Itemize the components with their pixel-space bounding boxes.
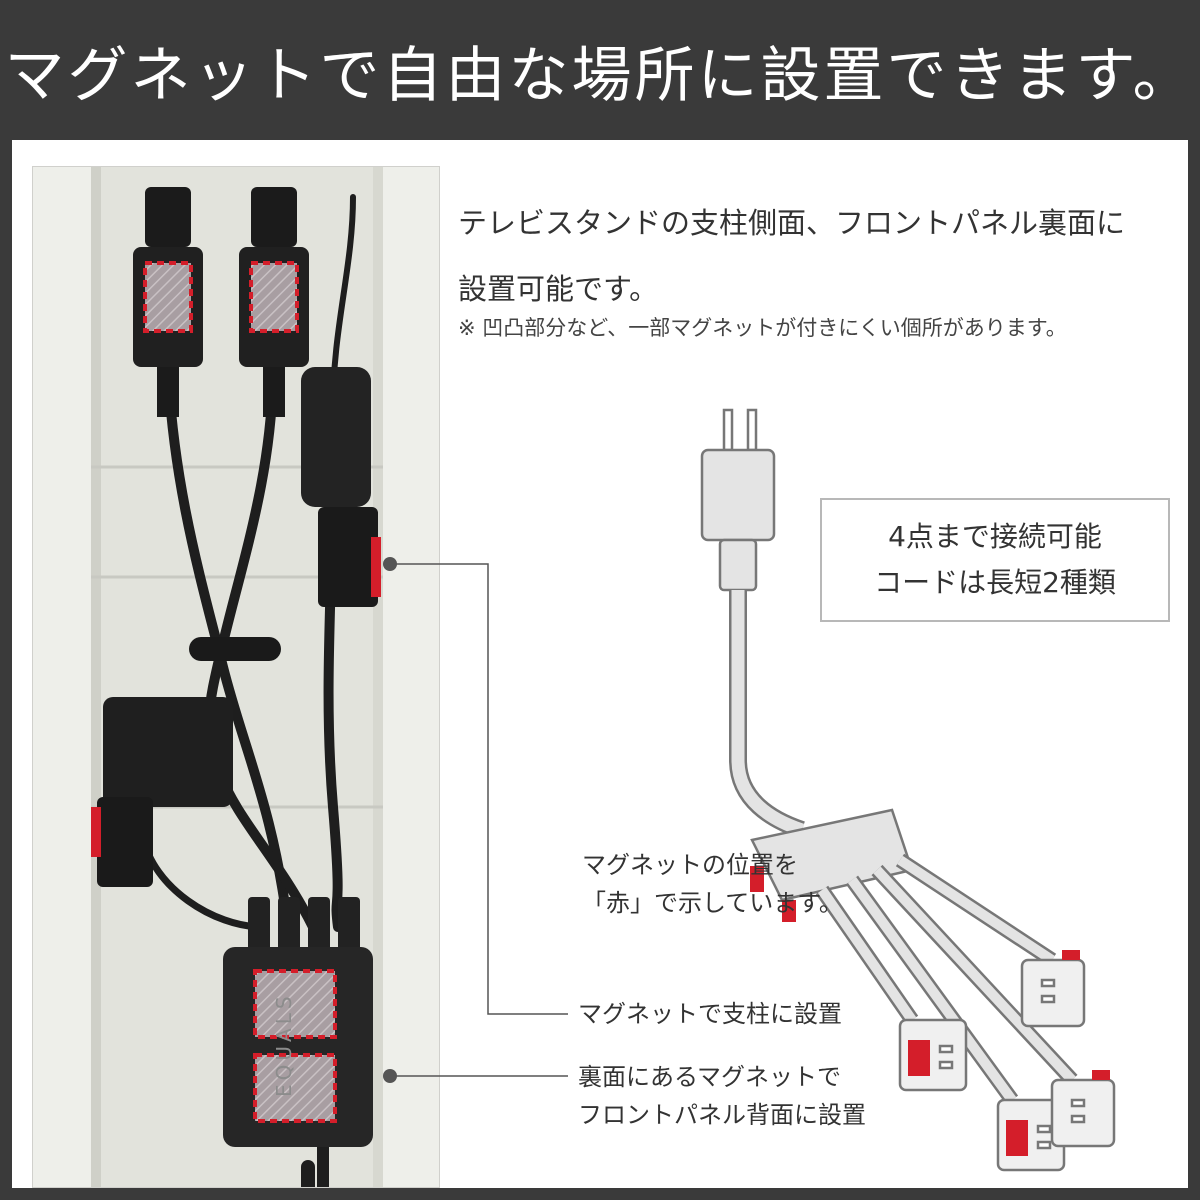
content-panel: EQUALS テレビスタンドの支柱側面、フロントパネル裏面に 設置可能です。 ※… xyxy=(12,140,1188,1188)
callout-dot-back xyxy=(383,1069,397,1083)
callout-back-line-1: 裏面にあるマグネットで xyxy=(578,1063,842,1091)
callout-dot-pillar xyxy=(383,557,397,571)
callout-magnet-position-line-2: 「赤」で示しています。 xyxy=(582,889,843,917)
header-bar: マグネットで自由な場所に設置できます。 xyxy=(0,0,1200,140)
description: テレビスタンドの支柱側面、フロントパネル裏面に 設置可能です。 xyxy=(458,190,1178,322)
cable-clip xyxy=(189,637,281,661)
magnet-marker-pillar xyxy=(371,537,381,597)
page-title: マグネットで自由な場所に設置できます。 xyxy=(4,40,1196,111)
callout-back-line-2: フロントパネル背面に設置 xyxy=(578,1101,866,1129)
hub-magnet-marker xyxy=(750,866,764,892)
splitter-diagram xyxy=(700,408,1116,1172)
ac-adapter-large xyxy=(103,697,233,807)
brand-logo: EQUALS xyxy=(272,992,296,1097)
description-line-2: 設置可能です。 xyxy=(458,272,659,306)
splitter-hub: EQUALS xyxy=(223,947,373,1147)
leader-lines xyxy=(383,557,568,1083)
spec-line-2: コードは長短2種類 xyxy=(874,566,1116,599)
cable-photo-illustration: EQUALS xyxy=(91,167,383,1187)
callout-back: 裏面にあるマグネットで フロントパネル背面に設置 xyxy=(578,1058,866,1134)
socket-4-icon xyxy=(1020,950,1086,1028)
product-photo: EQUALS xyxy=(32,166,440,1188)
socket-3-icon xyxy=(1050,1070,1116,1148)
callout-pillar: マグネットで支柱に設置 xyxy=(578,1000,842,1028)
callout-magnet-position: マグネットの位置を 「赤」で示しています。 xyxy=(582,846,843,922)
spec-box: 4点まで接続可能 コードは長短2種類 xyxy=(820,498,1170,622)
magnet-marker-side xyxy=(91,807,101,857)
socket-2-icon xyxy=(996,1098,1066,1172)
description-note: ※ 凹凸部分など、一部マグネットが付きにくい個所があります。 xyxy=(458,316,1067,340)
ac-adapter-top xyxy=(301,367,371,507)
plug-right xyxy=(239,187,309,417)
description-line-1: テレビスタンドの支柱側面、フロントパネル裏面に xyxy=(458,206,1126,240)
socket-1-icon xyxy=(898,1018,968,1092)
spec-line-1: 4点まで接続可能 xyxy=(888,520,1102,553)
callout-magnet-position-line-1: マグネットの位置を xyxy=(582,851,798,879)
plug-left xyxy=(133,187,203,417)
